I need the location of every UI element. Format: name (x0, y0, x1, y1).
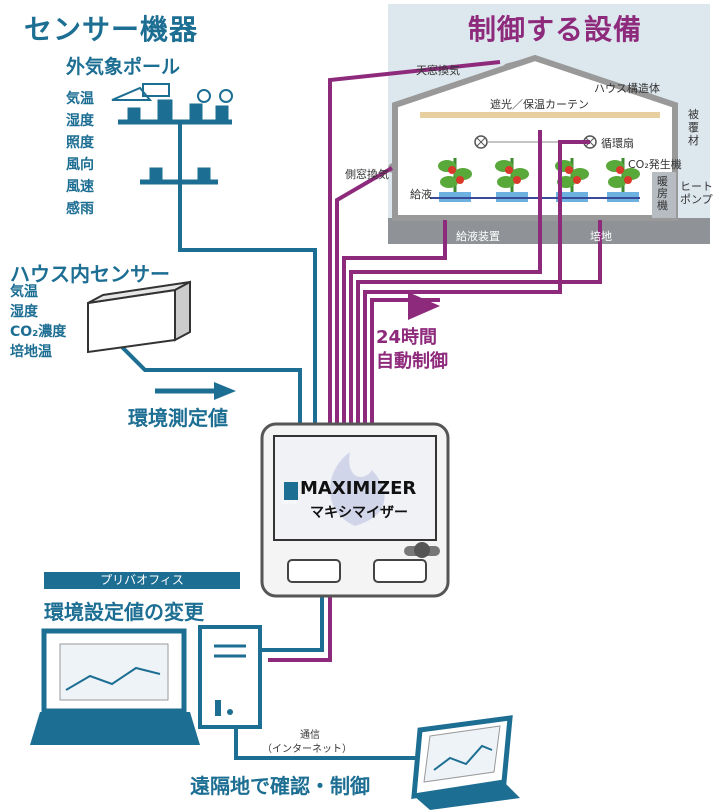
remote-laptop-icon (411, 715, 520, 810)
control-lines (268, 60, 602, 662)
weather-pole-title: 外気象ポール (66, 56, 181, 78)
cover-label: 被覆材 (688, 108, 699, 147)
house-sensor-items: 気温 湿度 CO₂濃度 培地温 (10, 284, 67, 360)
co2-label: CO₂発生機 (628, 158, 682, 171)
feed-label: 給液 (410, 188, 432, 201)
ground-band (388, 218, 710, 244)
facilities-title: 制御する設備 (468, 13, 643, 46)
heater-label: 暖房機 (657, 175, 668, 212)
auto-control-label: 24時間 自動制御 (376, 327, 448, 372)
comm-label-sub: （インターネット） (262, 744, 352, 755)
controller-brand-kana: マキシマイザー (310, 505, 408, 521)
office-monitor-icon (30, 628, 200, 745)
fan-label: 循環扇 (601, 137, 634, 150)
control-arrow (408, 292, 440, 320)
side-vent-label: 側窓換気 (345, 168, 389, 181)
heatpump-label: ヒート ポンプ (680, 180, 713, 206)
house-sensor-title: ハウス内センサー (10, 262, 170, 286)
remote-title: 遠隔地で確認・制御 (190, 774, 370, 798)
medium-label: 培地 (590, 230, 612, 243)
office-pc-tower-icon (198, 625, 262, 729)
comm-label: 通信 (300, 730, 320, 741)
maximizer-controller (260, 422, 450, 598)
weather-pole-icon (111, 83, 233, 200)
measure-arrow (214, 382, 236, 400)
house-sensor-icon (87, 280, 191, 354)
office-badge: プリバオフィス (44, 572, 240, 589)
curtain-label: 遮光／保温カーテン (490, 98, 589, 111)
measure-label: 環境測定値 (128, 406, 228, 430)
heater-box (652, 172, 676, 218)
priva-logo-text: PRIVA (282, 500, 297, 506)
weather-pole-items: 気温 湿度 照度 風向 風速 感雨 (66, 91, 94, 217)
roof-vent-label: 天窓換気 (416, 64, 460, 77)
sensors-title: センサー機器 (24, 13, 199, 46)
office-title: 環境設定値の変更 (44, 600, 204, 624)
curtain-line (420, 112, 660, 118)
controller-brand: MAXIMIZER (300, 478, 417, 499)
feed-device-label: 給液装置 (456, 230, 500, 243)
structure-label: ハウス構造体 (594, 82, 660, 95)
